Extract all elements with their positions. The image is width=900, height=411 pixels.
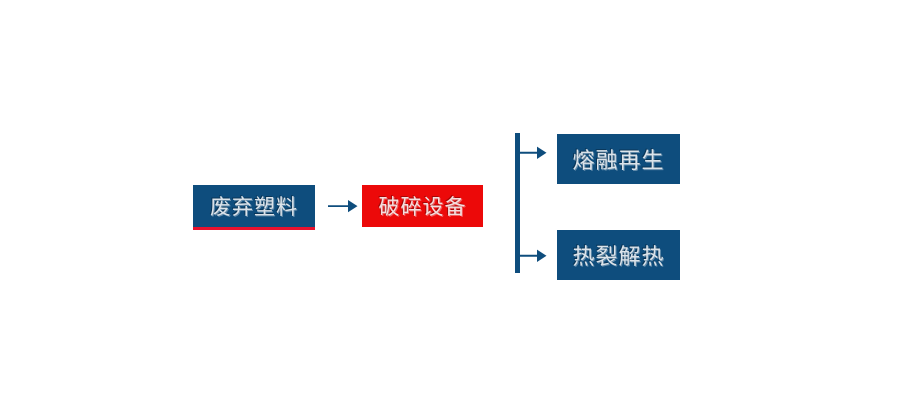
- node-branch-top-label: 熔融再生: [572, 149, 665, 174]
- node-branch-bottom[interactable]: 热裂解热: [557, 230, 680, 280]
- node-input-underline: [193, 227, 315, 230]
- arrow-branch-bottom-icon: [518, 242, 548, 270]
- node-equipment[interactable]: 破碎设备: [362, 185, 483, 227]
- node-branch-bottom-label: 热裂解热: [572, 245, 665, 270]
- node-input-label: 废弃塑料: [210, 195, 298, 219]
- node-branch-top[interactable]: 熔融再生: [557, 134, 680, 184]
- node-input[interactable]: 废弃塑料: [193, 185, 315, 227]
- arrow-input-to-equipment-icon: [327, 191, 359, 221]
- arrow-branch-top-icon: [518, 139, 548, 167]
- branch-trunk-line: [515, 133, 520, 273]
- node-equipment-label: 破碎设备: [378, 195, 467, 219]
